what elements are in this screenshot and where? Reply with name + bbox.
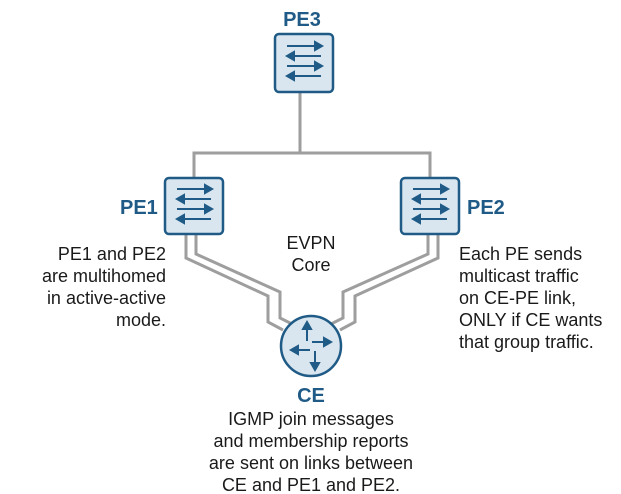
evpn-core-label: EVPN Core — [286, 233, 335, 275]
ce-router-icon — [279, 314, 343, 378]
left-note-line: mode. — [116, 310, 166, 330]
pe2-label: PE2 — [467, 197, 505, 219]
right-note: Each PE sends multicast traffic on CE-PE… — [459, 244, 602, 352]
ce-label: CE — [297, 385, 325, 407]
ce-arrows-icon — [288, 319, 334, 373]
pe2-switch-icon — [399, 176, 461, 236]
core-links — [192, 93, 432, 180]
access-links — [184, 233, 440, 332]
bottom-note-line: are sent on links between — [209, 453, 413, 473]
pe1-switch-icon — [163, 176, 225, 236]
link-pe1-ce-b — [194, 233, 293, 326]
right-note-line: Each PE sends — [459, 244, 582, 264]
right-note-line: ONLY if CE wants — [459, 310, 602, 330]
left-note: PE1 and PE2 are multihomed in active-act… — [42, 244, 166, 330]
ce-node: CE — [279, 314, 343, 407]
link-pe2-ce-b — [330, 233, 430, 326]
right-note-line: that group traffic. — [459, 332, 594, 352]
left-note-line: PE1 and PE2 — [58, 244, 166, 264]
bottom-note-line: CE and PE1 and PE2. — [222, 475, 400, 494]
pe2-node: PE2 — [399, 176, 505, 236]
pe2-arrows-icon — [410, 183, 451, 225]
pe1-arrows-icon — [174, 183, 215, 225]
link-pe3-pe2 — [298, 93, 432, 180]
bottom-note: IGMP join messages and membership report… — [209, 409, 413, 494]
pe1-label: PE1 — [120, 197, 158, 219]
pe3-arrows-icon — [284, 40, 325, 82]
right-note-line: multicast traffic — [459, 266, 579, 286]
core-label-line: EVPN — [286, 233, 335, 253]
bottom-note-line: IGMP join messages — [228, 409, 394, 429]
pe3-switch-icon — [273, 32, 335, 94]
link-pe1-ce-a — [184, 233, 284, 332]
bottom-note-line: and membership reports — [213, 431, 408, 451]
link-pe2-ce-a — [339, 233, 440, 332]
pe1-node: PE1 — [120, 176, 225, 236]
left-note-line: in active-active — [47, 288, 166, 308]
link-pe3-pe1 — [192, 93, 302, 180]
core-label-line: Core — [291, 255, 330, 275]
pe3-label: PE3 — [283, 9, 321, 31]
left-note-line: are multihomed — [42, 266, 166, 286]
right-note-line: on CE-PE link, — [459, 288, 576, 308]
pe3-node: PE3 — [273, 9, 335, 94]
